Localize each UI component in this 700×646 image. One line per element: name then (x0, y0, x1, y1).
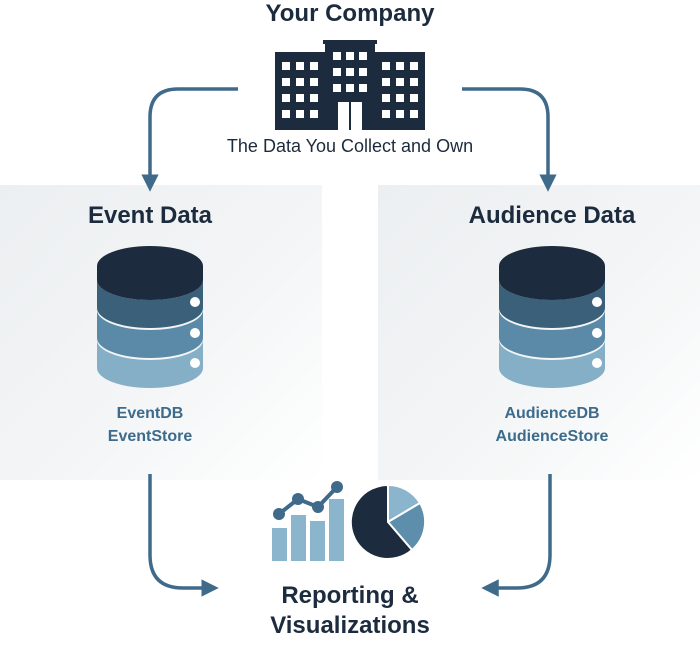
arrow-event-to-reporting (148, 474, 219, 597)
arrow-company-to-audience (462, 87, 557, 192)
company-title: Your Company (265, 0, 435, 27)
pie-chart-icon (349, 483, 427, 560)
audience-store-name: AudienceStore (495, 428, 609, 445)
database-icon (97, 246, 203, 388)
building-icon (275, 40, 425, 130)
event-store-db: EventDB (116, 405, 184, 422)
company-subtitle: The Data You Collect and Own (226, 136, 474, 156)
event-data-title: Event Data (87, 202, 213, 229)
database-icon (499, 246, 605, 388)
event-store-name: EventStore (107, 428, 193, 445)
reporting-title-line2: Visualizations (270, 612, 430, 639)
bar-line-chart-icon (272, 481, 344, 561)
audience-store-db: AudienceDB (504, 405, 600, 422)
reporting-title-line1: Reporting & (281, 582, 419, 609)
audience-data-title: Audience Data (468, 202, 636, 229)
arrow-company-to-event (141, 87, 238, 192)
arrow-audience-to-reporting (481, 474, 552, 597)
